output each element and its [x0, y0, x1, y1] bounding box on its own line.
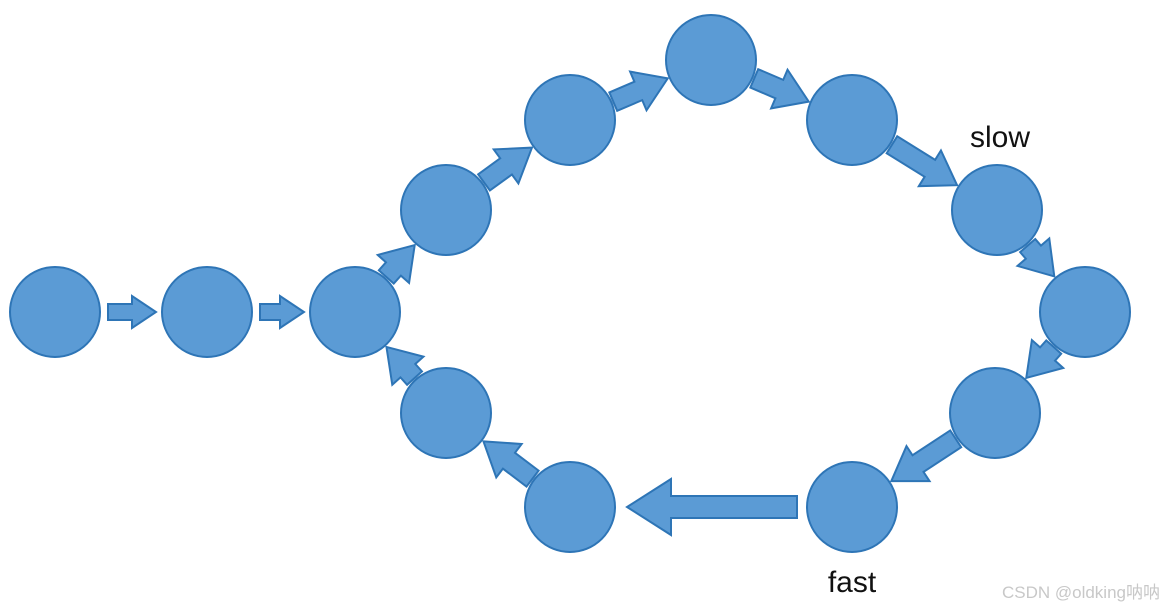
- arrow-n1-n2: [107, 294, 158, 330]
- nodes-layer: [9, 14, 1131, 553]
- node-12: [524, 461, 616, 553]
- arrow-n11-n12: [625, 477, 798, 537]
- node-8-slow: [951, 164, 1043, 256]
- csdn-watermark: CSDN @oldking呐呐: [1002, 583, 1160, 602]
- node-13: [400, 367, 492, 459]
- arrow-n8-n9: [1015, 236, 1056, 278]
- node-6-top: [665, 14, 757, 106]
- node-11-fast: [806, 461, 898, 553]
- node-10: [949, 367, 1041, 459]
- arrow-n13-n3: [385, 345, 426, 387]
- arrow-n5-n6: [608, 70, 670, 113]
- edges-layer: [107, 67, 1066, 537]
- arrow-n7-n8: [885, 134, 959, 188]
- node-4: [400, 164, 492, 256]
- arrow-n2-n3: [259, 294, 306, 330]
- node-7: [806, 74, 898, 166]
- arrow-n4-n5: [476, 146, 534, 192]
- node-3-cycle-entry: [309, 266, 401, 358]
- arrow-n10-n11: [889, 429, 963, 483]
- arrow-n3-n4: [375, 243, 416, 286]
- label-fast: fast: [828, 566, 877, 599]
- node-1-head: [9, 266, 101, 358]
- arrow-n6-n7: [749, 67, 811, 110]
- labels-layer: slow fast: [828, 121, 1031, 599]
- label-slow: slow: [970, 121, 1030, 154]
- node-9-right: [1039, 266, 1131, 358]
- arrow-n12-n13: [481, 440, 540, 488]
- node-2: [161, 266, 253, 358]
- arrow-n9-n10: [1025, 338, 1066, 380]
- node-5: [524, 74, 616, 166]
